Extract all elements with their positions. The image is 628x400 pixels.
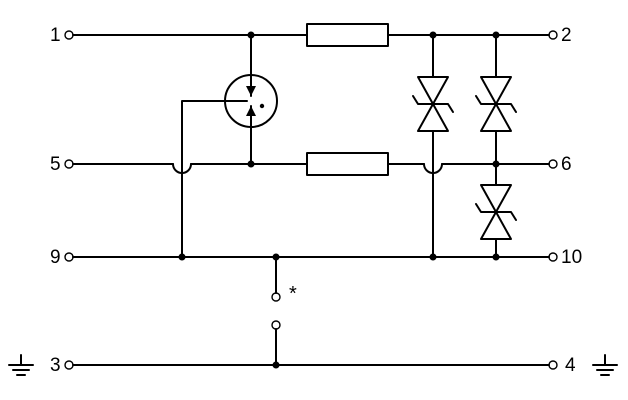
gdt-electrode-top <box>246 86 256 96</box>
ground-symbol-right <box>592 354 618 376</box>
terminal-10-node <box>548 252 558 262</box>
line-1-2 <box>72 23 550 47</box>
gdt-ground-lead <box>181 100 226 258</box>
terminal-4-label: 4 <box>565 355 576 376</box>
ground-symbol-left <box>8 354 34 376</box>
resistor-upper <box>306 23 389 47</box>
gdt-gas-dot <box>259 103 265 109</box>
tvs-diode-left <box>412 34 454 258</box>
spark-gap-open-contacts <box>271 256 281 366</box>
tvs-right-lower-triangle-a <box>480 184 512 213</box>
line-5-6 <box>72 152 550 176</box>
resistor-lower <box>306 152 389 176</box>
terminal-1-label: 1 <box>50 25 61 46</box>
terminal-2-node <box>548 30 558 40</box>
junction-dots <box>178 31 500 369</box>
terminal-10-label: 10 <box>561 247 582 268</box>
tvs-diode-right-upper <box>475 34 517 165</box>
contact-upper <box>271 292 281 302</box>
tvs-right-upper-bar <box>475 95 517 113</box>
terminal-5-label: 5 <box>50 154 61 175</box>
tvs-right-lower-triangle-b <box>480 211 512 240</box>
terminal-9-label: 9 <box>50 247 61 268</box>
tvs-right-lower-bar <box>475 203 517 221</box>
tvs-diode-right-lower <box>475 163 517 258</box>
tvs-left-upper-triangle <box>417 76 449 105</box>
terminal-5-node <box>64 159 74 169</box>
gas-discharge-tube <box>181 34 278 258</box>
tvs-right-upper-triangle-a <box>480 76 512 105</box>
terminal-4-node <box>548 360 558 370</box>
contact-lower <box>271 320 281 330</box>
terminal-3-label: 3 <box>50 355 61 376</box>
tvs-right-upper-triangle-b <box>480 103 512 132</box>
terminal-3-node <box>64 360 74 370</box>
asterisk-note: * <box>289 283 297 305</box>
tvs-left-lower-triangle <box>417 103 449 132</box>
gdt-electrode-bottom <box>246 106 256 116</box>
terminal-1-node <box>64 30 74 40</box>
tvs-left-bar <box>412 95 454 113</box>
terminal-6-node <box>548 159 558 169</box>
terminal-2-label: 2 <box>561 25 572 46</box>
terminal-9-node <box>64 252 74 262</box>
terminal-6-label: 6 <box>561 154 572 175</box>
